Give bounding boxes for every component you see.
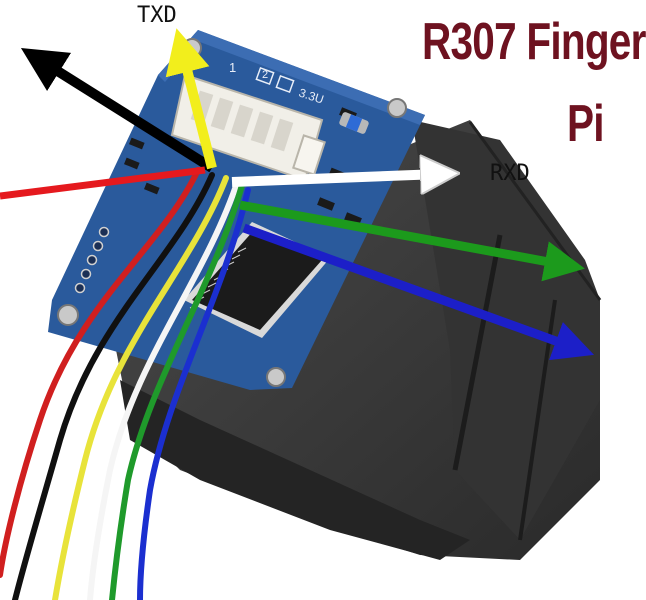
wire-yellow	[52, 175, 229, 600]
wire-bundle	[0, 167, 251, 600]
processor-chip	[184, 222, 330, 338]
title-line-1: R307 Finger	[422, 13, 646, 71]
capacitor	[339, 112, 369, 134]
arrow-green	[239, 200, 585, 282]
silkscreen-pin-1: 1	[229, 60, 236, 75]
arrow-red	[0, 166, 206, 200]
txd-label: TXD	[137, 3, 177, 28]
silkscreen-pin-2: 2	[262, 69, 268, 81]
wire-green	[109, 182, 245, 600]
wire-black	[12, 172, 215, 600]
mounting-screw	[387, 98, 407, 118]
header-pads	[74, 226, 110, 294]
arrow-blue	[242, 223, 595, 361]
title-line-2: Pi	[567, 95, 605, 153]
wire-white	[87, 177, 241, 600]
mounting-screw	[57, 304, 79, 326]
annotation-arrows	[0, 28, 595, 361]
arrow-black	[20, 48, 215, 173]
wire-red	[0, 167, 201, 578]
sensor-photo: 1 2 3.3U	[0, 28, 602, 600]
rxd-label: RXD	[490, 161, 530, 186]
arrow-txd	[165, 28, 217, 170]
arrow-rxd	[231, 174, 440, 182]
image-stage: 1 2 3.3U	[0, 3, 646, 600]
mounting-screw	[266, 367, 286, 387]
wire-blue	[137, 187, 251, 600]
silkscreen-marks	[255, 67, 295, 93]
